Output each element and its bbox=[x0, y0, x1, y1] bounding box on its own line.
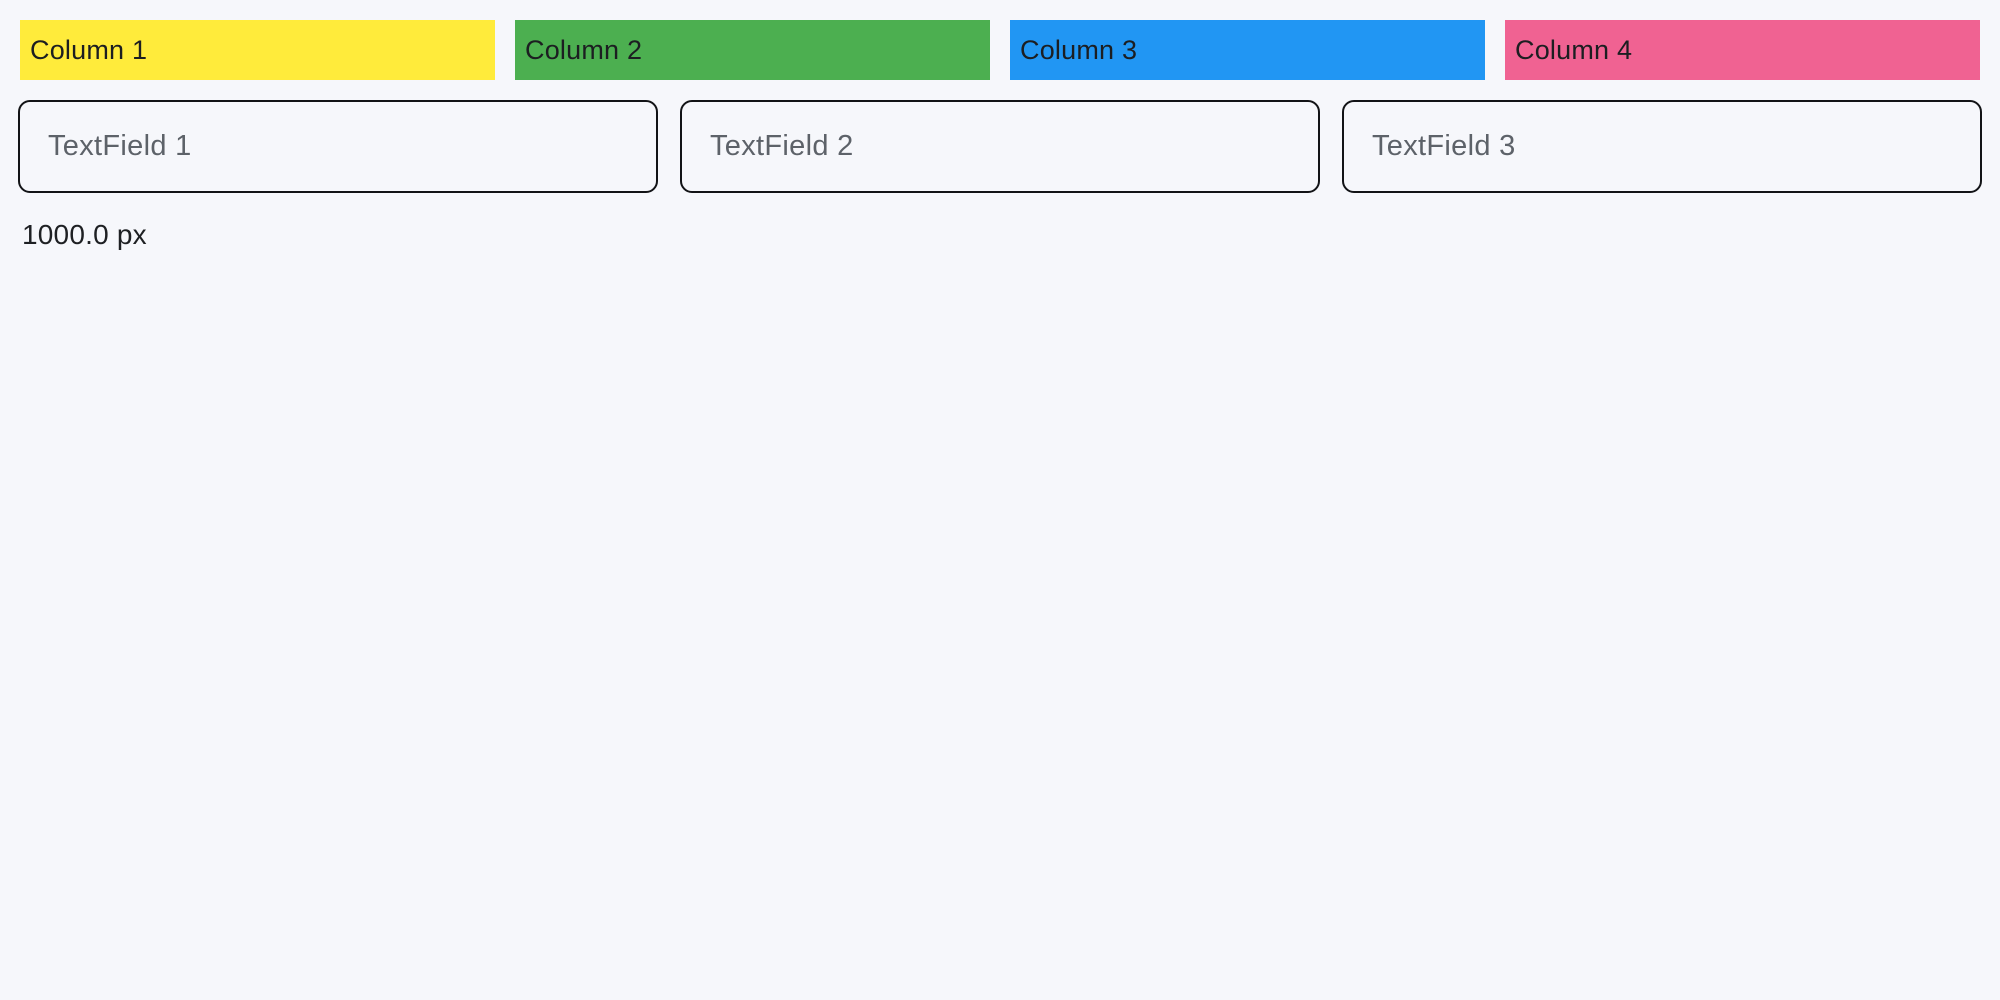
textfield-1[interactable] bbox=[18, 100, 658, 193]
column-header-4-label: Column 4 bbox=[1515, 34, 1633, 65]
column-header-3-label: Column 3 bbox=[1020, 34, 1138, 65]
column-header-1: Column 1 bbox=[20, 20, 495, 80]
column-header-2-label: Column 2 bbox=[525, 34, 643, 65]
column-header-2: Column 2 bbox=[515, 20, 990, 80]
column-header-1-label: Column 1 bbox=[30, 34, 148, 65]
columns-row: Column 1 Column 2 Column 3 Column 4 bbox=[0, 0, 2000, 80]
column-header-4: Column 4 bbox=[1505, 20, 1980, 80]
textfield-2[interactable] bbox=[680, 100, 1320, 193]
column-header-3: Column 3 bbox=[1010, 20, 1485, 80]
textfields-row bbox=[0, 80, 2000, 193]
width-label: 1000.0 px bbox=[22, 219, 147, 250]
textfield-3[interactable] bbox=[1342, 100, 1982, 193]
